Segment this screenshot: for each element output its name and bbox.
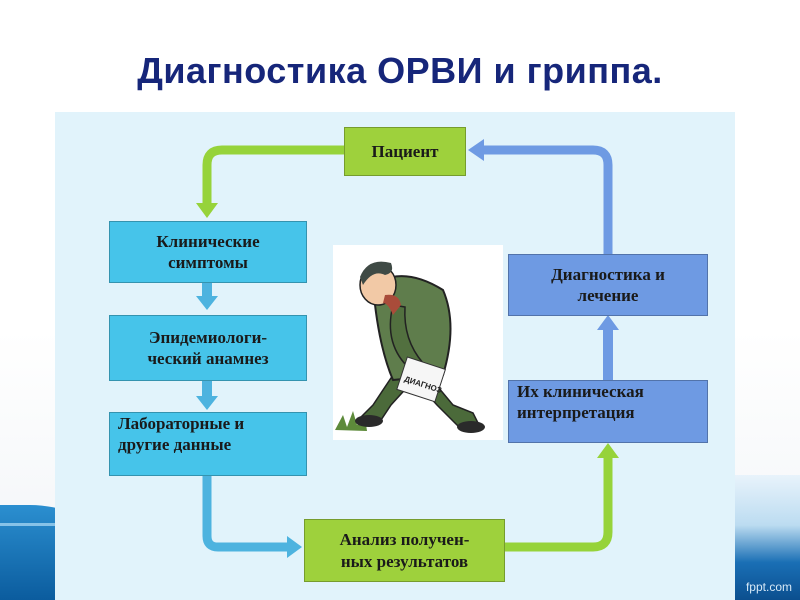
arrow-lab-to-analysis: [202, 476, 288, 552]
box-epid-line2: ческий анамнез: [147, 349, 269, 368]
box-interpretation-line1: Их клиническая: [517, 382, 644, 401]
box-analysis-line1: Анализ получен-: [339, 530, 470, 550]
arrow-analysis-to-interpretation: [505, 458, 613, 552]
arrowhead-diagnostics: [597, 315, 619, 330]
box-epidemiological-anamnesis: Эпидемиологи- ческий анамнез: [109, 315, 307, 381]
arrowhead-analysis: [287, 536, 302, 558]
sick-patient-illustration: ДИАГНОЗ: [333, 245, 503, 440]
box-epid-line1: Эпидемиологи-: [148, 327, 268, 347]
brand-watermark: fppt.com: [745, 580, 792, 594]
box-symptoms-line1: Клинические: [156, 231, 260, 251]
box-analysis: Анализ получен- ных результатов: [304, 519, 505, 582]
arrowhead-symptoms: [196, 203, 218, 218]
box-interpretation-line2: интерпретация: [517, 403, 635, 423]
box-lab-data: Лабораторные и другие данные: [109, 412, 307, 476]
box-patient-label: Пациент: [371, 141, 439, 161]
box-diagnostics-treatment: Диагностика и лечение: [508, 254, 708, 316]
arrowhead-interpretation: [597, 443, 619, 458]
box-symptoms-line2: симптомы: [168, 253, 248, 272]
box-patient: Пациент: [344, 127, 466, 176]
box-diagnostics-line2: лечение: [577, 286, 639, 305]
decorative-wave-right: [730, 475, 800, 600]
box-lab-line2: другие данные: [118, 435, 232, 455]
box-clinical-symptoms: Клинические симптомы: [109, 221, 307, 283]
arrowhead-epid: [196, 296, 218, 310]
box-clinical-interpretation: Их клиническая интерпретация: [508, 380, 708, 443]
arrow-patient-to-symptoms: [202, 145, 344, 205]
box-diagnostics-line1: Диагностика и: [551, 264, 665, 284]
box-lab-line1: Лабораторные и: [118, 414, 245, 433]
arrow-diagnostics-to-patient: [482, 145, 613, 254]
arrowhead-lab: [196, 396, 218, 410]
page-title: Диагностика ОРВИ и гриппа.: [137, 50, 663, 91]
box-analysis-line2: ных результатов: [340, 551, 469, 571]
arrowhead-patient: [468, 139, 484, 161]
